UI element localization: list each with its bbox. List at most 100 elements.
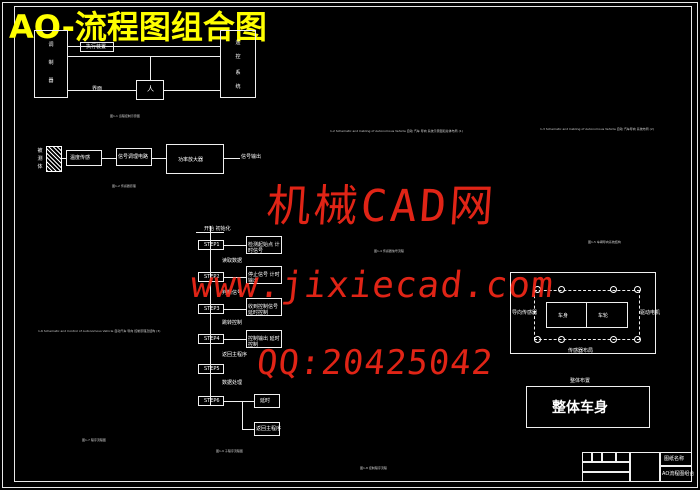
person-connector [164, 90, 220, 91]
inner-border [14, 6, 692, 482]
mid-conn-4 [224, 158, 240, 159]
flow-step-1[interactable] [198, 240, 224, 250]
mid-box-2-label: 信号调理电路 [118, 154, 149, 160]
wheel-top-right [634, 286, 641, 293]
top-right-block [220, 30, 256, 98]
wheel-top-left [534, 286, 541, 293]
flow-step-2[interactable] [198, 272, 224, 282]
mid-box-2 [116, 148, 152, 166]
sensor-hatch [46, 146, 62, 172]
flow-step-4-label: STEP4 [204, 336, 220, 342]
mid-box-3 [166, 144, 224, 174]
flow-step-4[interactable] [198, 334, 224, 344]
wheel-bottom-mid-right [610, 336, 617, 343]
title-block-cell-5 [582, 462, 630, 472]
top-connector-2 [68, 56, 220, 57]
flow-step-2-branch [224, 277, 246, 278]
sensor-text-2: 体 [37, 164, 43, 170]
flow-note-3: 跳转控制 [222, 320, 243, 326]
flow-side-4-label: 控制输出 延时控制 [248, 336, 280, 348]
flow-step-5-label: STEP5 [204, 366, 220, 372]
vehicle-track [534, 290, 640, 340]
caption-top-center: 1-2 Schematic and Cabling of Autonomous … [330, 129, 463, 133]
wheel-bottom-right [634, 336, 641, 343]
watermark-line-3: QQ:20425042 [254, 343, 496, 383]
mid-output-label: 信号输出 [241, 154, 262, 160]
caption-right-mid: 图1-5 车辆导向系统结构 [588, 240, 621, 244]
caption-mid-left: 图1-2 传感器原理 [112, 184, 136, 188]
flow-side-1-label: 检测起始点 计时信号 [248, 242, 280, 254]
flow-step-6-riser [242, 401, 243, 429]
flow-step-1-branch [224, 245, 246, 246]
caption-bottom-center: 图1-8 控制程序流程 [360, 466, 387, 470]
flow-note-1: 读取数据 [222, 258, 243, 264]
vehicle-side-left: 导向传感器 [512, 310, 538, 316]
vehicle-center-left: 车身 [558, 313, 569, 319]
flow-step-3-label: STEP3 [204, 306, 220, 312]
top-right-block-text-2: 系 [235, 70, 241, 76]
mid-conn-2 [102, 158, 116, 159]
vehicle-side-right: 驱动电机 [640, 310, 661, 316]
flow-box-b-link [242, 429, 254, 430]
top-left-block [34, 30, 68, 98]
title-block-cell-7 [630, 452, 660, 482]
top-right-block-text-0: 遥 [235, 40, 241, 46]
middle-person-box [136, 80, 164, 100]
flow-box-b-label: 返回主程序 [256, 426, 282, 432]
flow-step-3[interactable] [198, 304, 224, 314]
flow-main-line [210, 226, 211, 406]
title-block-cell-2 [592, 452, 602, 462]
caption-bottom-left: 图1-7 程序流程图 [82, 438, 106, 442]
flow-note-5: 数据处理 [222, 380, 243, 386]
vehicle-center-right: 车轮 [598, 313, 609, 319]
drawing-title: AO-流程图组合图 [9, 8, 267, 46]
title-block-cell-1 [582, 452, 592, 462]
flow-step-5[interactable] [198, 364, 224, 374]
flow-side-2-label: 停止信号 计时输出 [248, 272, 280, 284]
flow-step-1-label: STEP1 [204, 242, 220, 248]
caption-top-right: 1-3 Schematic and Cabling of Autonomous … [540, 127, 654, 131]
vehicle-divider [586, 302, 587, 328]
flow-step-6-branch [224, 401, 242, 402]
caption-top-left: 图1-1 远程控制示意图 [110, 114, 140, 118]
flow-side-3-label: 收到控制信号 延时控制 [248, 304, 279, 316]
mid-box-1 [66, 150, 102, 166]
watermark-line-1: 机械CAD网 [264, 181, 498, 232]
flow-start-label: 开始 初始化 [204, 226, 231, 232]
title-block-cell-9 [660, 466, 692, 482]
top-left-block-text-0: 调 [48, 42, 54, 48]
flow-step-3-branch [224, 309, 246, 310]
wheel-top-mid-left [558, 286, 565, 293]
caption-bottom-mid: 图1-9 子程序流程图 [216, 449, 243, 453]
flow-box-b [254, 422, 280, 436]
mid-box-1-label: 温度传感 [70, 155, 91, 161]
flow-box-a-link [242, 401, 254, 402]
top-left-block-text-1: 制 [48, 60, 54, 66]
top-right-block-text-1: 控 [235, 54, 241, 60]
flow-note-4: 返回主程序 [222, 352, 248, 358]
mid-box-3-label: 功率放大器 [178, 157, 204, 163]
sensor-text-0: 被 [37, 148, 43, 154]
caption-left-mid: 1-6 Schematic and Control of Autonomous … [38, 329, 161, 333]
flow-start-line [196, 232, 224, 233]
middle-person-label: 人 [147, 85, 154, 93]
body-box[interactable] [526, 386, 650, 428]
flow-step-2-label: STEP2 [204, 274, 220, 280]
title-block-cell-8 [660, 452, 692, 466]
flow-step-6[interactable] [198, 396, 224, 406]
vehicle-bottom-label: 传感器布局 [568, 348, 594, 354]
title-block-name: 图纸名称 [664, 456, 685, 462]
flow-side-1 [246, 236, 282, 254]
body-small-label: 整体布置 [570, 378, 591, 384]
top-left-block-text-2: 器 [48, 78, 54, 84]
flow-box-a-label: 延时 [260, 398, 271, 404]
mid-conn-3 [152, 158, 166, 159]
title-block-cell-6 [582, 472, 630, 482]
title-block-cell-3 [602, 452, 616, 462]
body-box-label: 整体车身 [552, 400, 608, 416]
bottom-connector [68, 90, 136, 91]
flow-step-6-label: STEP6 [204, 398, 220, 404]
vehicle-body [546, 302, 628, 328]
